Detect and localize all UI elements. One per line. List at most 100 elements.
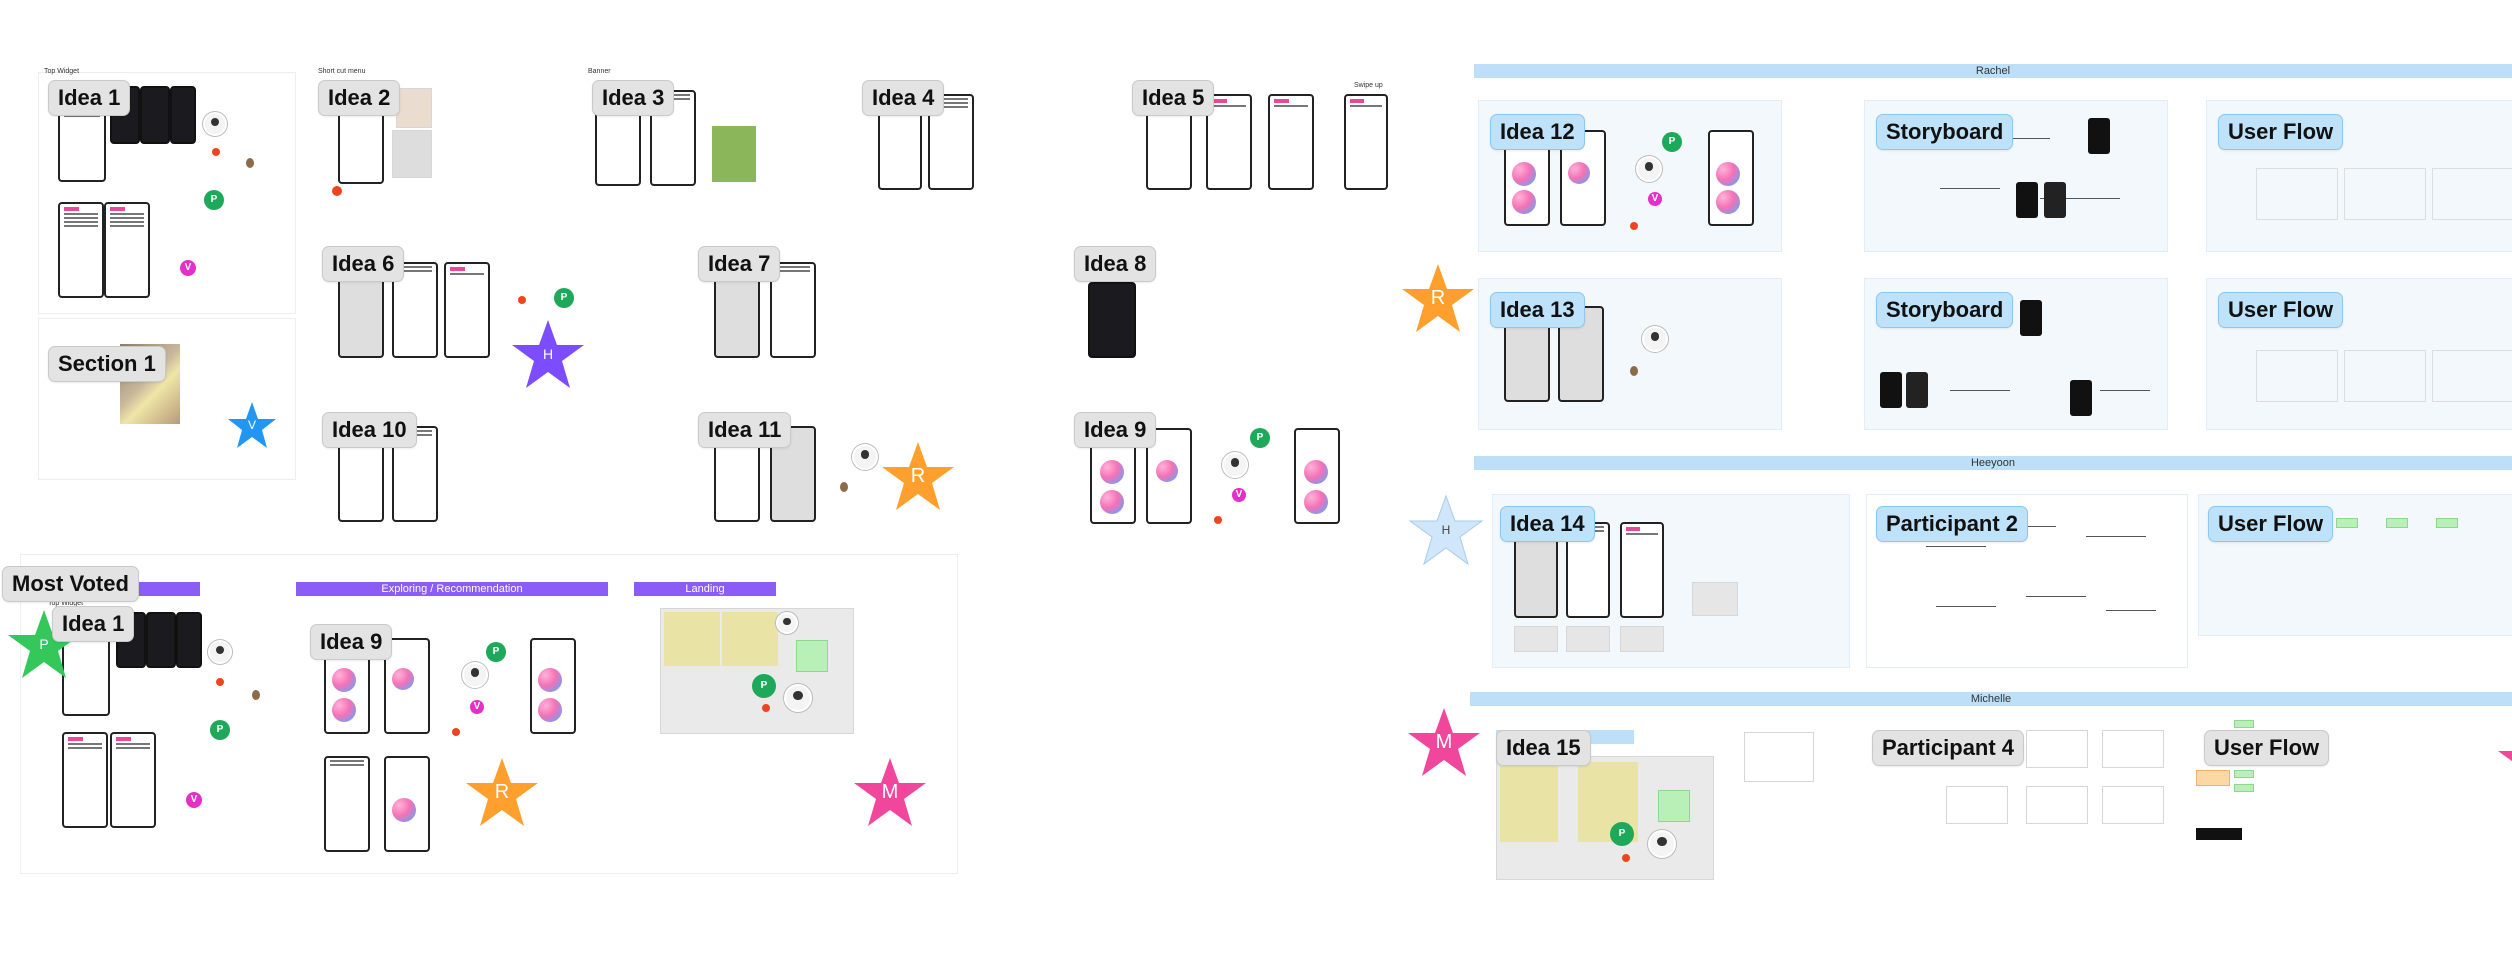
userflow1-frame-2 (2344, 168, 2426, 220)
mv-idea1-phone-3[interactable] (146, 612, 176, 668)
label-idea3[interactable]: Idea 3 (592, 80, 675, 116)
star-r-marker: R (880, 440, 956, 512)
dot-small-brown (840, 482, 848, 492)
avatar (784, 684, 812, 712)
userflow2-frame-1 (2256, 350, 2338, 402)
idea1-phone-4[interactable] (170, 86, 196, 144)
most-voted-bar (120, 582, 200, 596)
dot-v: V (470, 700, 484, 714)
userflow4-orange-note (2196, 770, 2230, 786)
label-userflow-3[interactable]: User Flow (2208, 506, 2334, 542)
idea6-phone-3[interactable] (444, 262, 490, 358)
label-participant-2[interactable]: Participant 2 (1876, 506, 2029, 542)
userflow1-frame-3 (2432, 168, 2512, 220)
dot-red (762, 704, 770, 712)
idea14-phone-3[interactable] (1620, 522, 1664, 618)
dot-p: P (486, 642, 506, 662)
mv-idea9-phone-5[interactable] (384, 756, 430, 852)
avatar (462, 662, 488, 688)
label-idea13[interactable]: Idea 13 (1490, 292, 1585, 328)
mv-idea9-phone-3[interactable] (530, 638, 576, 734)
avatar (1642, 326, 1668, 352)
userflow3-chip-1 (2336, 518, 2358, 528)
label-idea6[interactable]: Idea 6 (322, 246, 405, 282)
label-idea10[interactable]: Idea 10 (322, 412, 417, 448)
label-userflow-1[interactable]: User Flow (2218, 114, 2344, 150)
label-idea14[interactable]: Idea 14 (1500, 506, 1595, 542)
michelle-small-sketches (1744, 732, 1814, 782)
userflow4-chip-1 (2234, 720, 2254, 728)
label-idea4[interactable]: Idea 4 (862, 80, 945, 116)
dot-p: P (1250, 428, 1270, 448)
label-section1[interactable]: Section 1 (48, 346, 166, 382)
label-idea5[interactable]: Idea 5 (1132, 80, 1215, 116)
idea8-phone-1[interactable] (1088, 282, 1136, 358)
partial-star-marker (2496, 738, 2512, 782)
label-idea8[interactable]: Idea 8 (1074, 246, 1157, 282)
label-idea2[interactable]: Idea 2 (318, 80, 401, 116)
mv-idea1-phone-5[interactable] (62, 732, 108, 828)
caption-top-widget: Top Widget (44, 68, 80, 75)
userflow4-chip-3 (2234, 784, 2254, 792)
label-idea7[interactable]: Idea 7 (698, 246, 781, 282)
label-userflow-2[interactable]: User Flow (2218, 292, 2344, 328)
section-frame-idea1 (38, 72, 296, 314)
landing-sticky-1 (664, 612, 720, 666)
dot-red (452, 728, 460, 736)
idea5-phone-4[interactable] (1344, 94, 1388, 190)
idea4-phone-2[interactable] (928, 94, 974, 190)
label-idea1[interactable]: Idea 1 (48, 80, 131, 116)
dot-p: P (554, 288, 574, 308)
storyboard1-panels (1920, 108, 2156, 236)
dot-v: V (1648, 192, 1662, 206)
dot-v: V (186, 792, 202, 808)
label-idea15[interactable]: Idea 15 (1496, 730, 1591, 766)
star-r-marker: R (464, 756, 540, 828)
idea5-phone-3[interactable] (1268, 94, 1314, 190)
dot-p: P (210, 720, 230, 740)
star-h-marker: H (510, 318, 586, 390)
label-idea9[interactable]: Idea 9 (1074, 412, 1157, 448)
star-v-marker: V (226, 400, 278, 450)
label-most-voted-idea9[interactable]: Idea 9 (310, 624, 393, 660)
star-r-marker: R (1400, 262, 1476, 334)
exploring-bar: Exploring / Recommendation (296, 582, 608, 596)
dot-small-brown (246, 158, 254, 168)
idea3-photo (712, 126, 756, 182)
idea12-phone-3[interactable] (1708, 130, 1754, 226)
mv-idea1-phone-4[interactable] (176, 612, 202, 668)
idea15-green-sticky (1658, 790, 1690, 822)
label-most-voted[interactable]: Most Voted (2, 566, 139, 602)
idea14-note (1692, 582, 1738, 616)
label-idea11[interactable]: Idea 11 (698, 412, 792, 448)
idea1-phone-3[interactable] (140, 86, 170, 144)
mv-idea1-phone-6[interactable] (110, 732, 156, 828)
label-participant-4[interactable]: Participant 4 (1872, 730, 2025, 766)
idea1-phone-5[interactable] (58, 202, 104, 298)
mv-idea9-phone-4[interactable] (324, 756, 370, 852)
idea9-phone-3[interactable] (1294, 428, 1340, 524)
label-userflow-4[interactable]: User Flow (2204, 730, 2330, 766)
dot-p: P (204, 190, 224, 210)
idea1-phone-6[interactable] (104, 202, 150, 298)
caption-short-cut-menu: Short cut menu (318, 68, 366, 75)
userflow2-frame-3 (2432, 350, 2512, 402)
caption-swipe-up: Swipe up (1354, 82, 1383, 89)
participant4-panels (1916, 726, 2176, 836)
dot-red (1630, 222, 1638, 230)
row-header-heeyoon: Heeyoon (1474, 456, 2512, 470)
label-storyboard-1[interactable]: Storyboard (1876, 114, 2014, 150)
label-idea12[interactable]: Idea 12 (1490, 114, 1585, 150)
mv-idea9-phone-2[interactable] (384, 638, 430, 734)
dot-v: V (1232, 488, 1246, 502)
left-board: Top Widget Short cut menu Banner Swipe u… (38, 68, 1388, 524)
idea14-note-3 (1566, 626, 1610, 652)
avatar (852, 444, 878, 470)
row-header-rachel: Rachel (1474, 64, 2512, 78)
dot-red (212, 148, 220, 156)
star-m-marker: M (1406, 706, 1482, 778)
avatar (208, 640, 232, 664)
label-most-voted-idea1[interactable]: Idea 1 (52, 606, 135, 642)
dot-p: P (1610, 822, 1634, 846)
label-storyboard-2[interactable]: Storyboard (1876, 292, 2014, 328)
